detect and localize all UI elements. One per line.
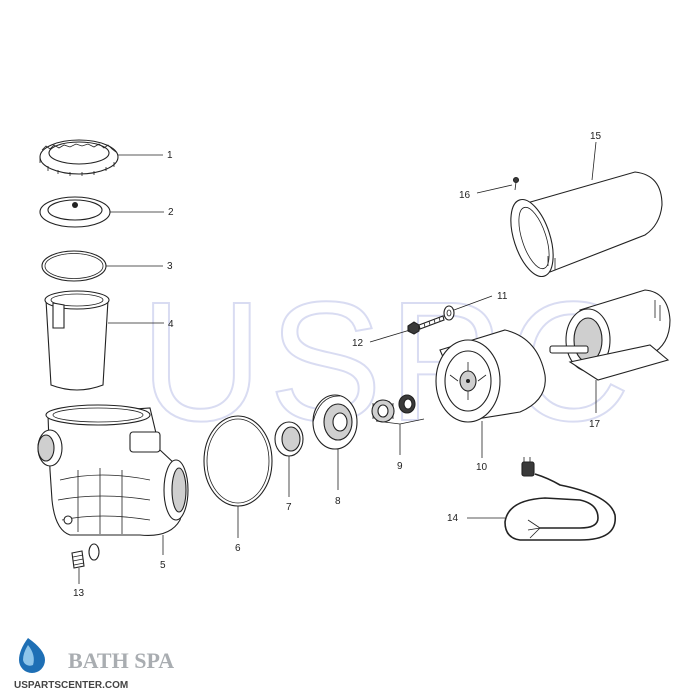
seal-assembly-icon [371,394,416,423]
callout-9: 9 [397,461,403,472]
pump-housing-icon [37,404,189,536]
gasket-ring-icon [203,415,273,507]
leader-line-16 [476,184,513,194]
callout-16: 16 [459,190,471,201]
callout-12: 12 [352,338,364,349]
bolt-icon [407,315,445,335]
callout-2: 2 [168,207,174,218]
callout-6: 6 [235,543,241,554]
brand-url: USPARTSCENTER.COM [14,680,128,691]
callout-4: 4 [168,319,174,330]
lid-ring-icon [39,139,119,176]
power-cord-icon [504,457,616,541]
brand-name: BATH SPA [68,648,174,673]
callout-13: 13 [73,588,85,599]
callout-7: 7 [286,502,292,513]
leader-line-12 [369,329,411,343]
motor-cover-icon [510,171,663,277]
callout-15: 15 [590,131,602,142]
callout-10: 10 [476,462,488,473]
leader-line-11 [453,295,493,311]
lid-icon [39,196,111,228]
callout-5: 5 [160,560,166,571]
leader-line-9 [375,418,425,455]
callout-3: 3 [167,261,173,272]
callout-1: 1 [167,150,173,161]
strainer-basket-icon [44,290,110,391]
seal-plate-icon [435,329,546,423]
washer-icon [443,305,455,321]
callout-17: 17 [589,419,601,430]
wear-ring-icon [274,421,304,457]
callout-14: 14 [447,513,459,524]
diffuser-icon [312,394,358,450]
brand-logo: BATH SPA USPARTSCENTER.COM [14,638,174,691]
drain-plug-icon [71,543,100,569]
callout-11: 11 [497,291,508,302]
o-ring-icon [41,250,107,282]
motor-icon [549,289,671,381]
screw-icon [512,176,520,191]
callout-8: 8 [335,496,341,507]
leader-line-15 [591,141,597,181]
